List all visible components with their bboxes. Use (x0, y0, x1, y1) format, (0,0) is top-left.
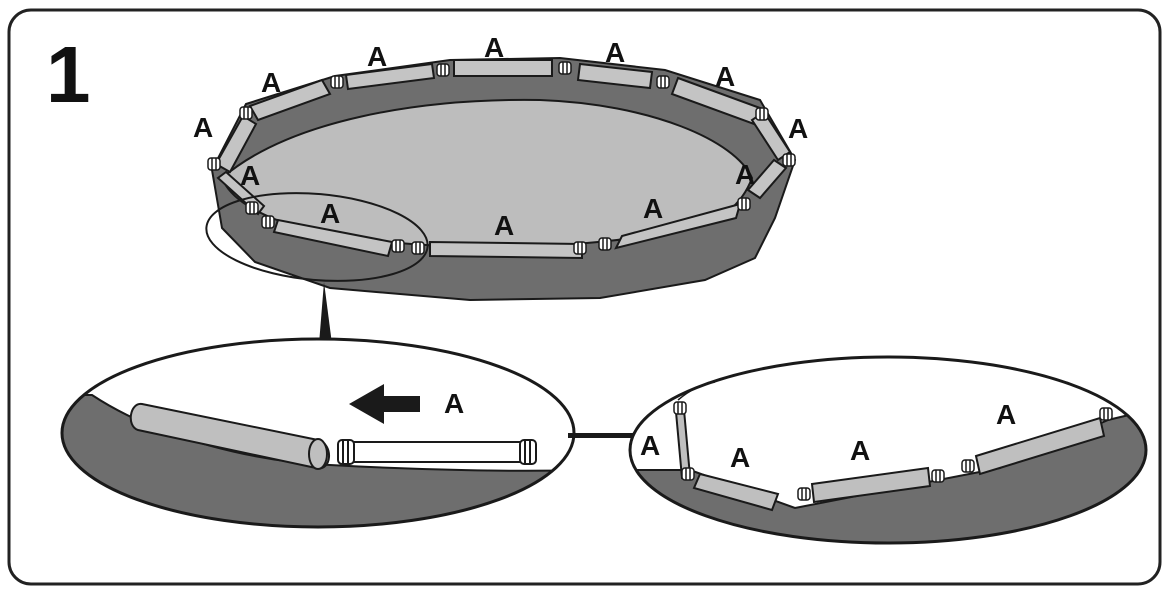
detail-left-label-a: A (444, 388, 464, 419)
detail-right: A A A A (628, 355, 1148, 545)
detail-link-bar (568, 433, 634, 438)
part-label-a: A (484, 32, 504, 63)
part-label-a: A (735, 159, 755, 190)
part-label-a: A (240, 160, 260, 191)
detail-right-lens (628, 355, 1148, 545)
detail-left-new-rail (351, 441, 523, 463)
callout-pointer (319, 282, 332, 344)
part-label-a: A (494, 210, 514, 241)
pool-overview: A A A A A A A A A A A A (193, 32, 808, 344)
detail-highlight-ring (205, 192, 429, 282)
part-label-a: A (320, 198, 340, 229)
part-label-a: A (261, 67, 281, 98)
detail-right-label-a: A (640, 430, 660, 461)
insert-arrow-icon (349, 384, 420, 424)
part-label-a: A (605, 37, 625, 68)
part-label-a: A (715, 61, 735, 92)
pool-part-labels: A A A A A A A A A A A A (193, 32, 808, 241)
step-number: 1 (46, 30, 91, 119)
detail-right-label-a: A (730, 442, 750, 473)
part-label-a: A (193, 112, 213, 143)
detail-left: A (60, 337, 576, 529)
part-label-a: A (643, 193, 663, 224)
part-label-a: A (367, 41, 387, 72)
detail-right-label-a: A (850, 435, 870, 466)
top-rails (214, 59, 792, 260)
part-label-a: A (788, 113, 808, 144)
detail-right-label-a: A (996, 399, 1016, 430)
